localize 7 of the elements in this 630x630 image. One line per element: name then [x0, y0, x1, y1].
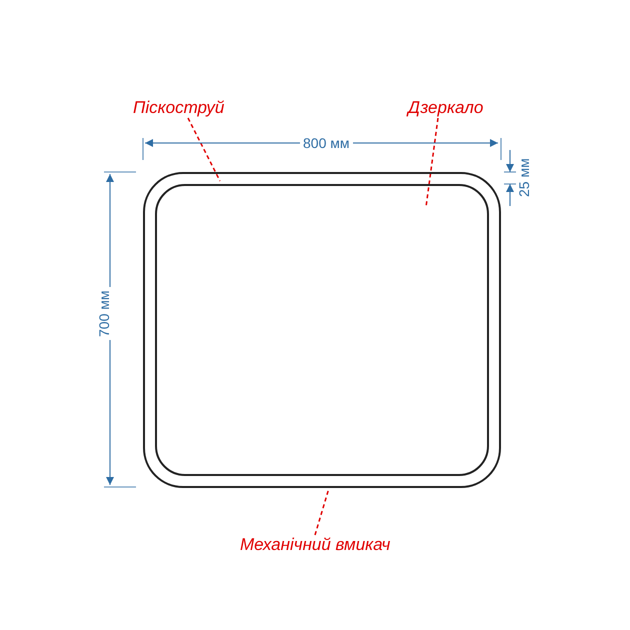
callout-label: Механічний вмикач [240, 535, 390, 555]
dimension-label: 800 мм [300, 135, 352, 151]
leader-line [187, 118, 221, 182]
dimension-label: 700 мм [96, 288, 112, 340]
leader-line [425, 118, 439, 208]
callout-label: Дзеркало [408, 98, 484, 118]
callout-label: Піскоструй [133, 98, 224, 118]
